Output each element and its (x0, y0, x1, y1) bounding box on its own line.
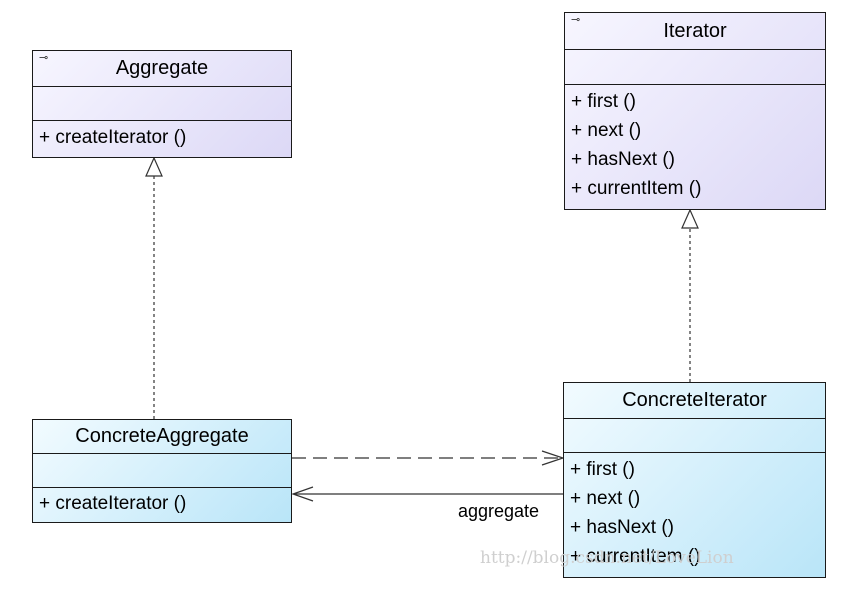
class-aggregate-name-compartment: ⊸ Aggregate (33, 51, 291, 87)
watermark: http://blog.csdn.net/LoveLion (480, 548, 734, 568)
class-iterator-operations: + first () + next () + hasNext () + curr… (565, 85, 825, 209)
class-iterator-attributes (565, 50, 825, 85)
class-aggregate-operations: + createIterator () (33, 121, 291, 157)
interface-icon: ⊸ (571, 14, 581, 26)
interface-icon: ⊸ (39, 52, 49, 64)
operation: + next () (571, 120, 642, 141)
operation: + first () (570, 459, 635, 480)
class-iterator-name: Iterator (663, 19, 727, 42)
class-iterator[interactable]: ⊸ Iterator + first () + next () + hasNex… (564, 12, 826, 210)
operation: + next () (570, 488, 641, 509)
realization-arrowhead-aggregate (145, 156, 163, 177)
operation: + currentItem () (570, 546, 701, 567)
class-iterator-name-compartment: ⊸ Iterator (565, 13, 825, 50)
class-concrete-aggregate-attributes (33, 454, 291, 488)
association-label: aggregate (458, 501, 540, 521)
operation: + first () (571, 91, 636, 112)
class-concrete-iterator-attributes (564, 419, 825, 453)
class-concrete-iterator-name-compartment: ConcreteIterator (564, 383, 825, 419)
class-concrete-iterator-name: ConcreteIterator (622, 389, 767, 411)
class-concrete-iterator[interactable]: ConcreteIterator + first () + next () + … (563, 382, 826, 578)
operation: + createIterator () (39, 493, 187, 514)
association-arrowhead (291, 486, 314, 502)
class-concrete-aggregate[interactable]: ConcreteAggregate + createIterator () (32, 419, 292, 523)
class-concrete-aggregate-operations: + createIterator () (33, 488, 291, 522)
operation: + hasNext () (571, 149, 676, 170)
class-aggregate-name: Aggregate (115, 57, 209, 79)
class-concrete-aggregate-name: ConcreteAggregate (75, 425, 249, 447)
operation: + createIterator () (39, 127, 187, 148)
operation: + currentItem () (571, 178, 702, 199)
operation: + hasNext () (570, 517, 675, 538)
class-aggregate-attributes (33, 87, 291, 121)
class-concrete-aggregate-name-compartment: ConcreteAggregate (33, 420, 291, 454)
class-aggregate[interactable]: ⊸ Aggregate + createIterator () (32, 50, 292, 158)
realization-arrowhead-iterator (681, 208, 699, 229)
class-concrete-iterator-operations: + first () + next () + hasNext () + curr… (564, 453, 825, 577)
